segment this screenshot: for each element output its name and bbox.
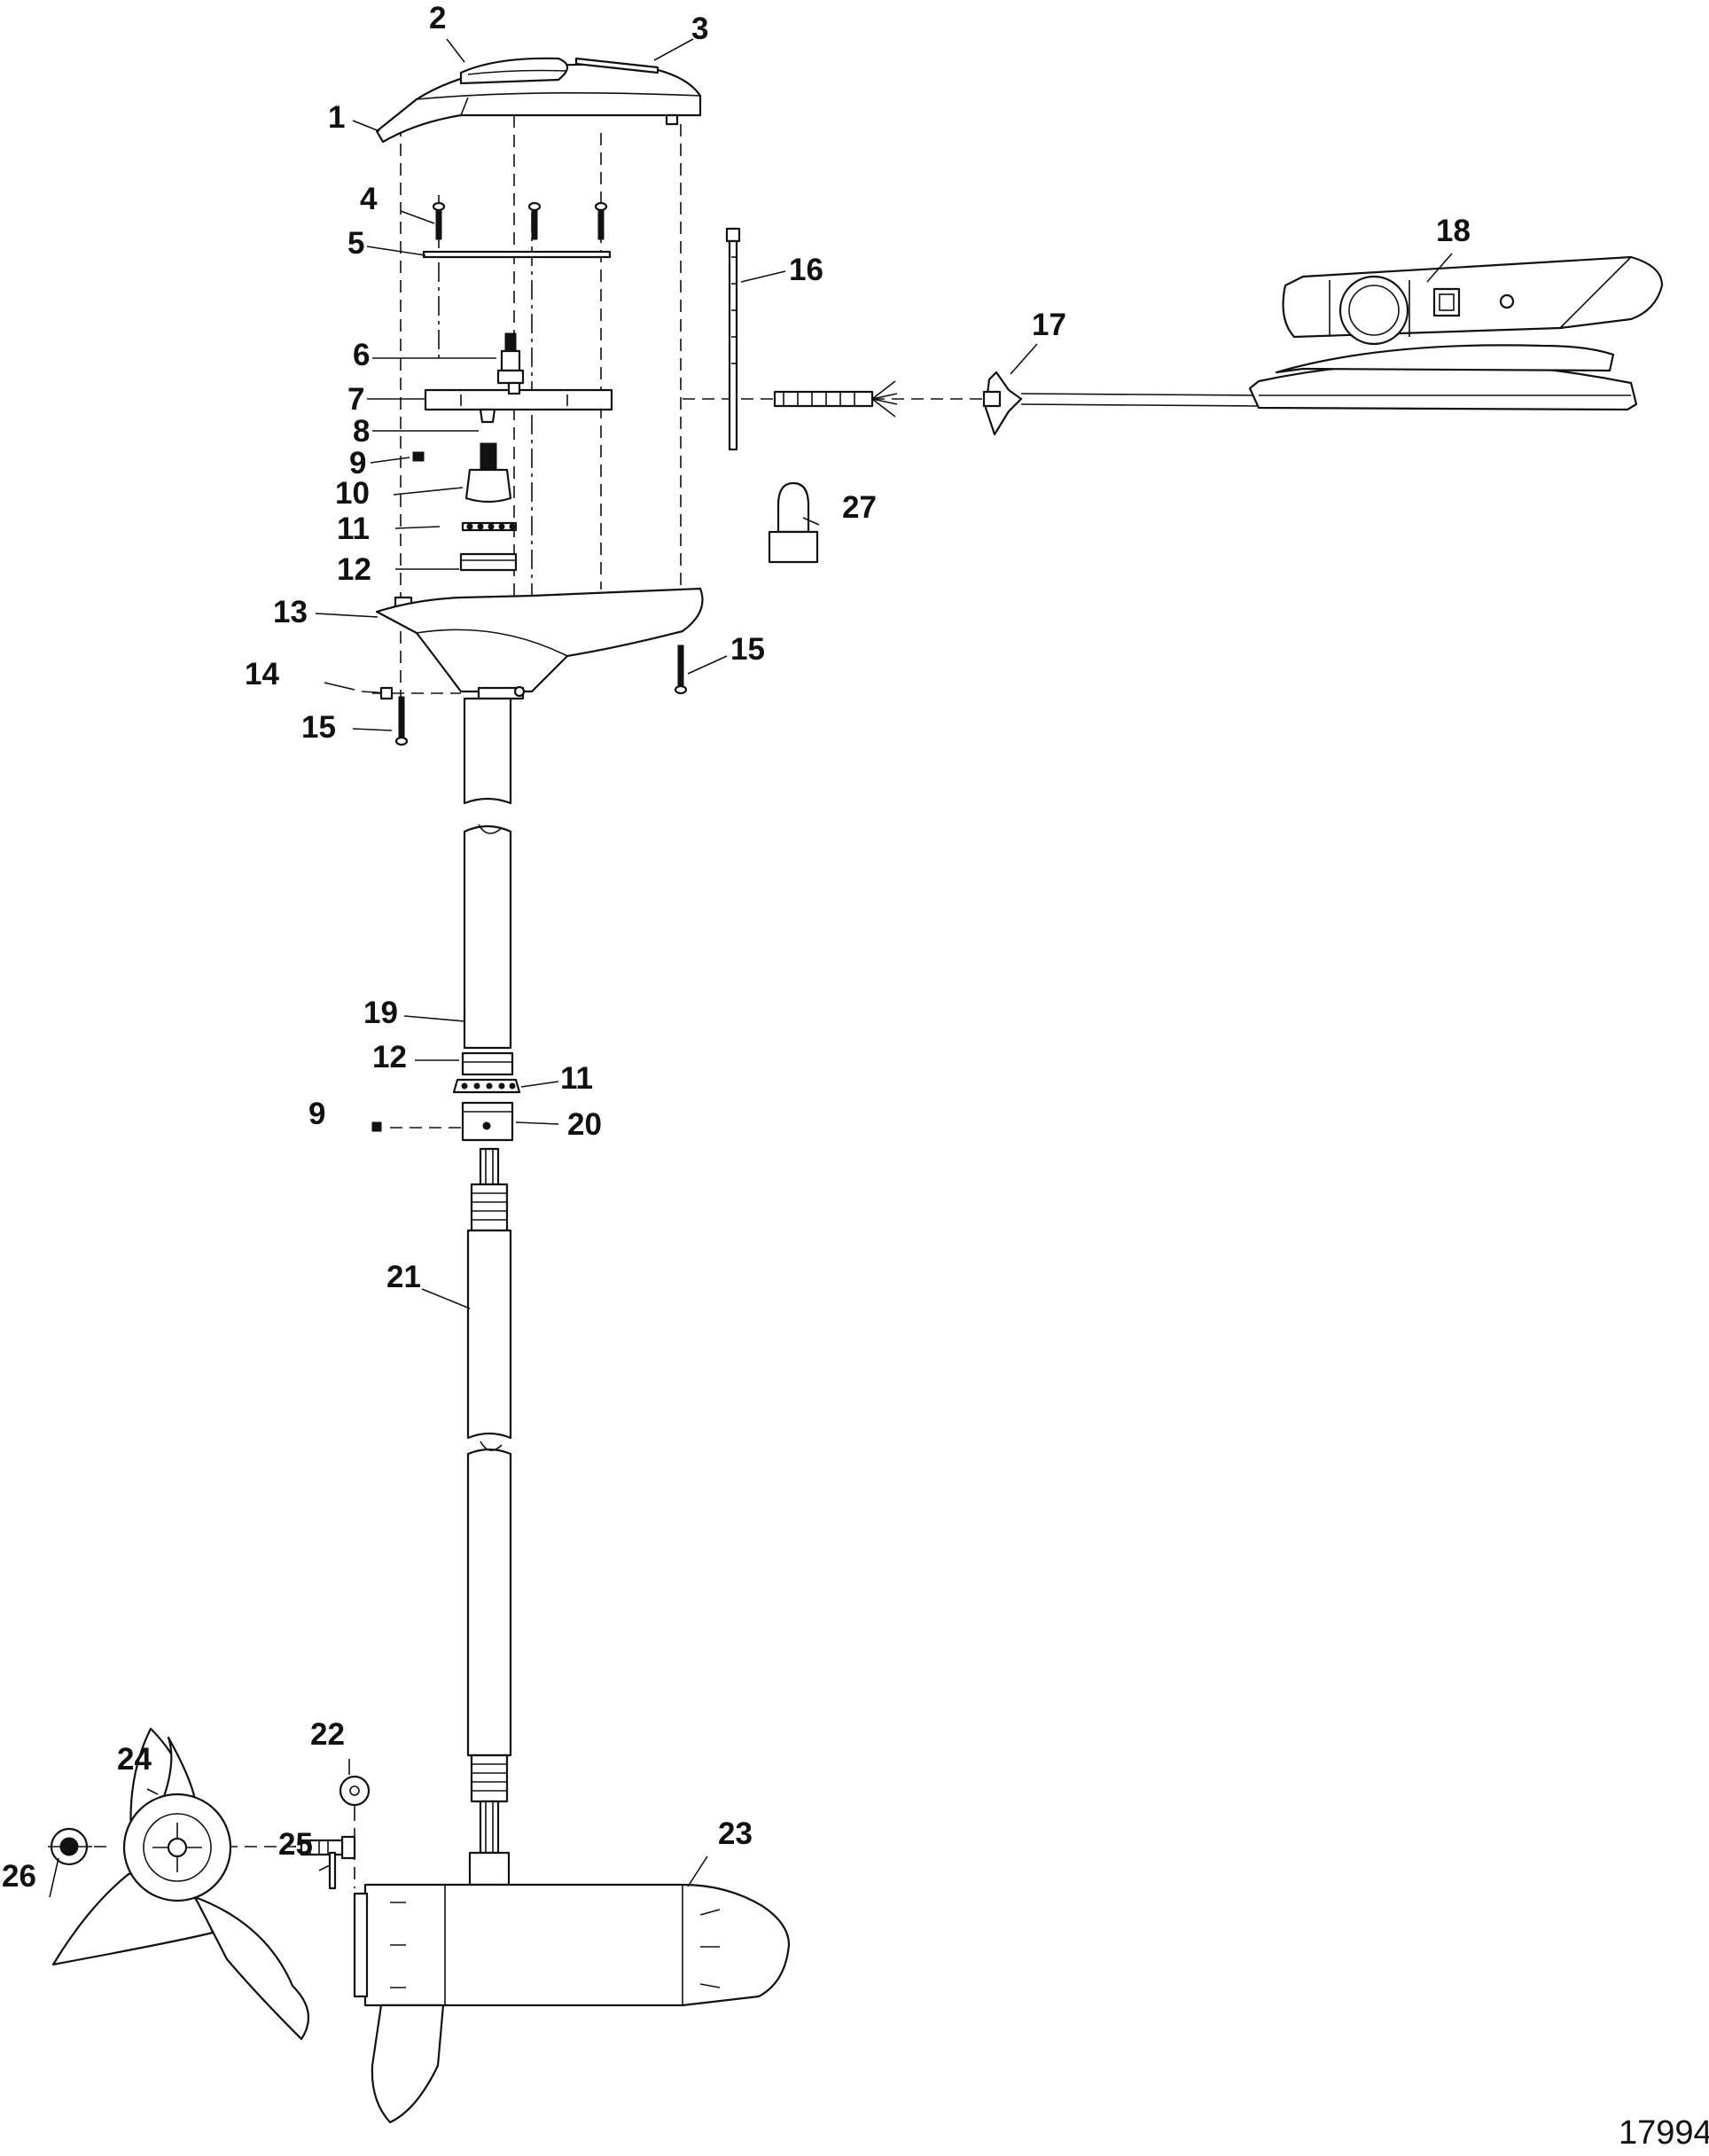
part-cable-tie — [725, 227, 741, 451]
part-washer — [339, 1775, 371, 1807]
part-propeller — [51, 1727, 310, 2041]
alignment-lines — [71, 115, 984, 1888]
callout-13: 13 — [273, 595, 308, 629]
callout-14: 14 — [245, 657, 279, 691]
part-cable-strain-relief — [773, 371, 1260, 436]
callout-11a: 11 — [337, 512, 370, 546]
callout-10: 10 — [335, 476, 370, 511]
part-collar-upper — [464, 442, 512, 504]
callout-24: 24 — [117, 1742, 152, 1777]
callout-9a: 9 — [349, 446, 366, 480]
callout-15a: 15 — [301, 710, 336, 745]
part-bearing-race-upper — [459, 552, 518, 572]
part-collar-lower — [461, 1101, 514, 1142]
callout-26: 26 — [2, 1859, 36, 1894]
part-prop-nut — [48, 1827, 92, 1866]
part-bolt — [361, 686, 394, 700]
part-set-screw-lower — [371, 1121, 382, 1132]
part-lower-shaft — [466, 1147, 512, 1855]
callout-2: 2 — [429, 1, 446, 35]
callout-1: 1 — [328, 100, 345, 135]
part-cover-insert — [459, 57, 569, 85]
part-set-screw-upper — [412, 451, 425, 462]
callout-9b: 9 — [308, 1097, 325, 1131]
part-motor-unit — [300, 1835, 791, 2124]
part-switch — [496, 332, 525, 385]
callout-4: 4 — [360, 182, 378, 216]
callout-23: 23 — [718, 1816, 753, 1851]
callout-18: 18 — [1436, 214, 1471, 248]
callout-3: 3 — [691, 12, 708, 46]
part-upper-shaft — [463, 697, 512, 1050]
callout-17: 17 — [1032, 308, 1066, 342]
part-drive-pin — [328, 1851, 337, 1890]
leader-lines — [49, 38, 1453, 1898]
callout-25: 25 — [278, 1827, 313, 1862]
callout-22: 22 — [310, 1717, 345, 1752]
callout-labels: 1 2 3 4 5 6 7 8 9 10 11 12 13 14 15 15 1… — [2, 1, 1471, 1894]
part-cap — [768, 481, 819, 564]
part-circuit-board — [424, 381, 613, 411]
callout-5: 5 — [347, 226, 364, 261]
callout-20: 20 — [567, 1107, 602, 1142]
part-bearing-lower — [452, 1078, 521, 1094]
callout-12b: 12 — [372, 1040, 407, 1074]
part-long-screws — [394, 644, 688, 746]
callout-27: 27 — [842, 490, 877, 525]
callout-15b: 15 — [730, 632, 765, 667]
part-gasket-plate — [422, 250, 612, 259]
callout-12a: 12 — [337, 552, 371, 587]
callout-16: 16 — [789, 253, 823, 287]
figure-number: 17994 — [1619, 2114, 1709, 2152]
callout-7: 7 — [347, 382, 364, 417]
part-bearing-race-lower — [461, 1051, 514, 1076]
part-screws — [432, 201, 608, 240]
part-bushing — [479, 408, 496, 424]
callout-11b: 11 — [560, 1061, 593, 1096]
part-lower-housing — [375, 587, 704, 700]
callout-6: 6 — [353, 338, 370, 372]
callout-8: 8 — [353, 414, 370, 449]
callout-21: 21 — [386, 1260, 421, 1294]
part-decal — [574, 57, 659, 74]
callout-19: 19 — [363, 996, 398, 1030]
part-foot-pedal — [1248, 255, 1664, 411]
part-bearing-upper — [461, 521, 518, 532]
